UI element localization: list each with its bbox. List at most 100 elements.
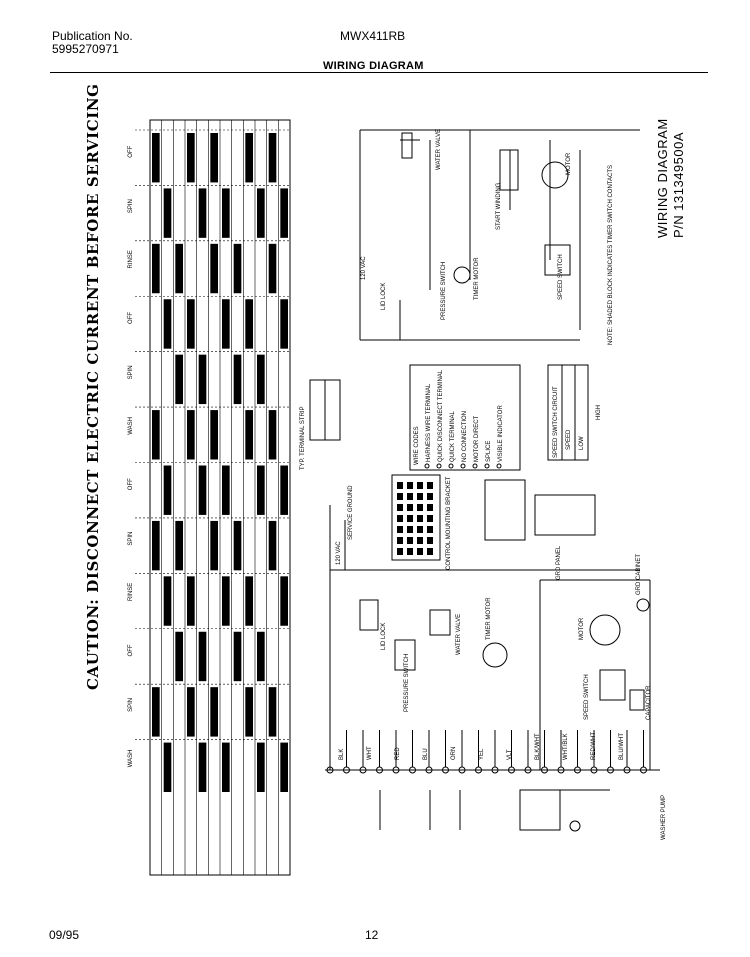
chart-cycle-label: OFF: [128, 145, 134, 157]
mb-motor: MOTOR: [566, 152, 572, 175]
mb-lid-lock: LID LOCK: [381, 283, 387, 310]
chart-contact-bar: [198, 354, 207, 405]
speed-head-1: SPEED: [566, 429, 572, 450]
chart-contact-bar: [187, 410, 195, 460]
wire-color-label: BLK: [339, 749, 345, 760]
mb-timer-motor: TIMER MOTOR: [474, 257, 480, 300]
chart-contact-bar: [175, 243, 183, 294]
chart-contact-bar: [210, 410, 218, 460]
wire-code-entry: QUICK DISCONNECT TERMINAL: [438, 369, 444, 462]
bracket-pin: [397, 526, 403, 533]
wire-color-label: YEL: [479, 748, 485, 760]
wire-code-symbol: [448, 463, 454, 469]
chart-cycle-label: WASH: [128, 750, 134, 768]
chart-contact-bar: [245, 576, 253, 626]
mb-pressure-switch: PRESSURE SWITCH: [441, 262, 447, 320]
chart-contact-bar: [152, 133, 160, 183]
chart-contact-bar: [233, 631, 242, 682]
bracket-pin: [407, 482, 413, 489]
bracket-pin: [397, 482, 403, 489]
wire-color-label: BLU/WHT: [619, 733, 625, 760]
terminal-strip-label: TYP. TERMINAL STRIP: [300, 406, 306, 470]
chart-contact-bar: [175, 354, 183, 405]
chart-contact-bar: [222, 576, 230, 626]
ms-service-ground: SERVICE GROUND: [348, 485, 354, 540]
chart-contact-bar: [152, 687, 160, 737]
bracket-pin: [397, 493, 403, 500]
chart-cycle-label: RINSE: [128, 583, 134, 601]
ms-pressure-switch: PRESSURE SWITCH: [404, 654, 410, 712]
chart-contact-bar: [280, 742, 288, 792]
bracket-pin: [407, 504, 413, 511]
bracket-pin: [417, 537, 423, 544]
bracket-pin: [397, 537, 403, 544]
chart-cycle-label: OFF: [128, 644, 134, 656]
chart-cycle-label: OFF: [128, 478, 134, 490]
chart-contact-bar: [152, 520, 160, 571]
bracket-pin: [397, 548, 403, 555]
bracket-pin: [417, 548, 423, 555]
caution-text: CAUTION: DISCONNECT ELECTRIC CURRENT BEF…: [84, 83, 102, 690]
chart-contact-bar: [163, 299, 172, 349]
wire-code-entry: MOTOR DIRECT: [474, 415, 480, 462]
bracket-pin: [427, 526, 433, 533]
chart-contact-bar: [152, 243, 160, 294]
wire-color-label: BLU: [423, 748, 429, 760]
chart-contact-bar: [268, 133, 277, 183]
chart-contact-bar: [198, 188, 207, 238]
chart-contact-bar: [187, 576, 195, 626]
chart-contact-bar: [233, 520, 242, 571]
motor-block-schematic: 120 VAC WATER VALVE START WINDING MOTOR …: [359, 129, 640, 345]
chart-contact-bar: [222, 188, 230, 238]
bracket-pin: [397, 515, 403, 522]
mb-note: NOTE: SHADED BLOCK INDICATES TIMER SWITC…: [608, 165, 614, 345]
timer-sequence-chart: OFFSPINRINSEOFFSPINWASHOFFSPINRINSEOFFSP…: [128, 119, 291, 876]
bracket-pin: [417, 482, 423, 489]
wire-code-symbol: [484, 463, 490, 469]
wire-code-entry: SPLICE: [486, 441, 492, 462]
bracket-pin: [407, 548, 413, 555]
chart-cycle-label: SPIN: [128, 698, 134, 712]
header-rule: [50, 72, 708, 73]
chart-contact-bar: [222, 299, 230, 349]
wire-code-symbol: [424, 463, 430, 469]
bracket-pin: [407, 493, 413, 500]
chart-cycle-label: OFF: [128, 312, 134, 324]
diagram-part-number: P/N 131349500A: [671, 132, 686, 238]
wire-color-label: RED/WHT: [591, 732, 597, 760]
bracket-pin: [407, 537, 413, 544]
bracket-pin: [407, 515, 413, 522]
bracket-pin: [407, 526, 413, 533]
ms-capacitor: CAPACITOR: [646, 685, 652, 720]
chart-contact-bar: [268, 410, 277, 460]
wire-code-entry: HARNESS WIRE TERMINAL: [426, 383, 432, 462]
ms-cabinet: GRD CABINET: [636, 554, 642, 595]
bracket-pin: [427, 504, 433, 511]
chart-cycle-label: SPIN: [128, 365, 134, 379]
bracket-pin: [417, 515, 423, 522]
main-schematic: 120 VAC SERVICE GROUND GRD PANEL GRD CAB…: [325, 485, 667, 840]
ms-washer-pump: WASHER PUMP: [661, 795, 667, 840]
sheet-title: WIRING DIAGRAM: [323, 60, 424, 72]
chart-contact-bar: [268, 687, 277, 737]
wire-color-label: WHT/BLK: [563, 733, 569, 760]
bracket-pin: [427, 548, 433, 555]
chart-cycle-label: RINSE: [128, 250, 134, 268]
publication-number: 5995270971: [52, 42, 119, 56]
chart-contact-bar: [280, 465, 288, 515]
chart-contact-bar: [280, 299, 288, 349]
bracket-pin: [427, 493, 433, 500]
speed-row-high: HIGH: [596, 405, 602, 420]
chart-contact-bar: [210, 520, 218, 571]
bracket-pin: [427, 482, 433, 489]
bracket-pin: [417, 493, 423, 500]
chart-contact-bar: [210, 687, 218, 737]
chart-contact-bar: [175, 520, 183, 571]
bracket-pin: [397, 504, 403, 511]
wire-code-symbol: [496, 463, 502, 469]
chart-cycle-label: SPIN: [128, 199, 134, 213]
chart-contact-bar: [245, 299, 253, 349]
chart-contact-bar: [257, 631, 265, 682]
wire-color-label: WHT: [367, 746, 373, 760]
